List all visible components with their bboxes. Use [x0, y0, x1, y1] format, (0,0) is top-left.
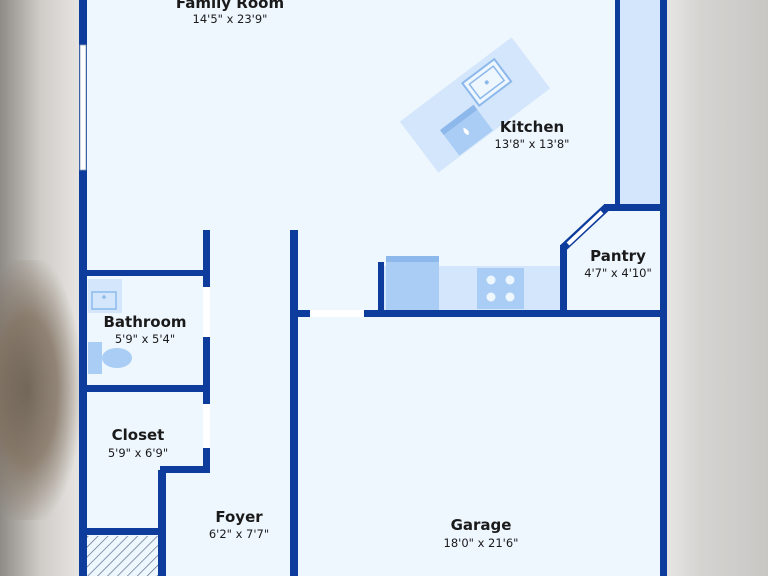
- closet-name: Closet: [112, 426, 165, 444]
- door-opening-garage: [310, 310, 364, 317]
- window-left: [79, 44, 87, 171]
- appliance-top: [386, 256, 439, 262]
- foyer-dims: 6'2" x 7'7": [209, 527, 269, 541]
- pantry-name: Pantry: [590, 247, 646, 265]
- kitchen-sink-icon: [460, 57, 513, 107]
- toilet-icon: [88, 342, 132, 374]
- bathroom-name: Bathroom: [103, 313, 186, 331]
- kitchen-name: Kitchen: [500, 118, 564, 136]
- foyer-name: Foyer: [215, 508, 263, 526]
- openings: [79, 44, 364, 448]
- garage-dims: 18'0" x 21'6": [444, 536, 519, 550]
- refrigerator-icon: [620, 0, 660, 205]
- walls: [79, 0, 667, 576]
- bathroom-dims: 5'9" x 5'4": [115, 332, 175, 346]
- pantry-door-opening: [566, 210, 604, 246]
- door-opening-bathroom: [203, 287, 210, 337]
- floor-area: [82, 0, 664, 576]
- closet-dims: 5'9" x 6'9": [108, 446, 168, 460]
- dishwasher-icon: [440, 104, 493, 156]
- family-room-name: Family Room: [176, 0, 284, 12]
- kitchen-dims: 13'8" x 13'8": [495, 137, 570, 151]
- bathroom-sink-icon: [88, 279, 122, 313]
- pantry-dims: 4'7" x 4'10": [584, 266, 652, 280]
- family-room-dims: 14'5" x 23'9": [193, 12, 268, 26]
- appliance: [386, 258, 439, 310]
- door-opening-closet: [203, 404, 210, 448]
- stairs-hatch: [87, 536, 160, 576]
- garage-name: Garage: [451, 516, 512, 534]
- kitchen-island: [399, 37, 551, 173]
- background-furniture: [0, 260, 80, 520]
- stove-icon: [477, 268, 524, 309]
